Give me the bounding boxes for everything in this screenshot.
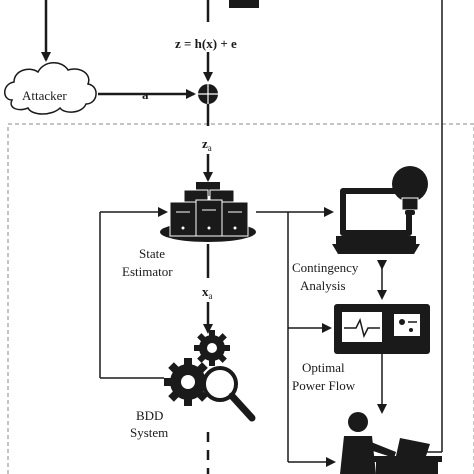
monitor-icon — [332, 188, 420, 254]
gears-magnifier-icon — [164, 330, 256, 422]
attacker-cloud-icon — [4, 62, 97, 115]
lightbulb-icon — [392, 166, 428, 215]
measurement-equation: z = h(x) + e — [175, 36, 237, 51]
control-center-boundary — [7, 123, 474, 474]
za-label: za — [202, 136, 212, 153]
summing-junction-icon — [198, 84, 218, 104]
state-estimator-label-line1: State — [139, 246, 165, 261]
bdd-label-line1: BDD — [136, 408, 163, 423]
attacker-label: Attacker — [22, 88, 67, 103]
top-device-block — [229, 0, 259, 8]
opf-label-line2: Power Flow — [292, 378, 356, 393]
opf-label-line1: Optimal — [302, 360, 345, 375]
xa-label: xa — [202, 284, 213, 301]
control-panel-icon — [334, 304, 430, 354]
contingency-label-line2: Analysis — [300, 278, 346, 293]
attack-vector-label: a — [142, 87, 149, 102]
state-estimator-label-line2: Estimator — [122, 264, 173, 279]
operator-desk-icon — [340, 412, 442, 474]
bdd-label-line2: System — [130, 425, 168, 440]
server-stack-icon — [160, 182, 256, 242]
contingency-label-line1: Contingency — [292, 260, 359, 275]
